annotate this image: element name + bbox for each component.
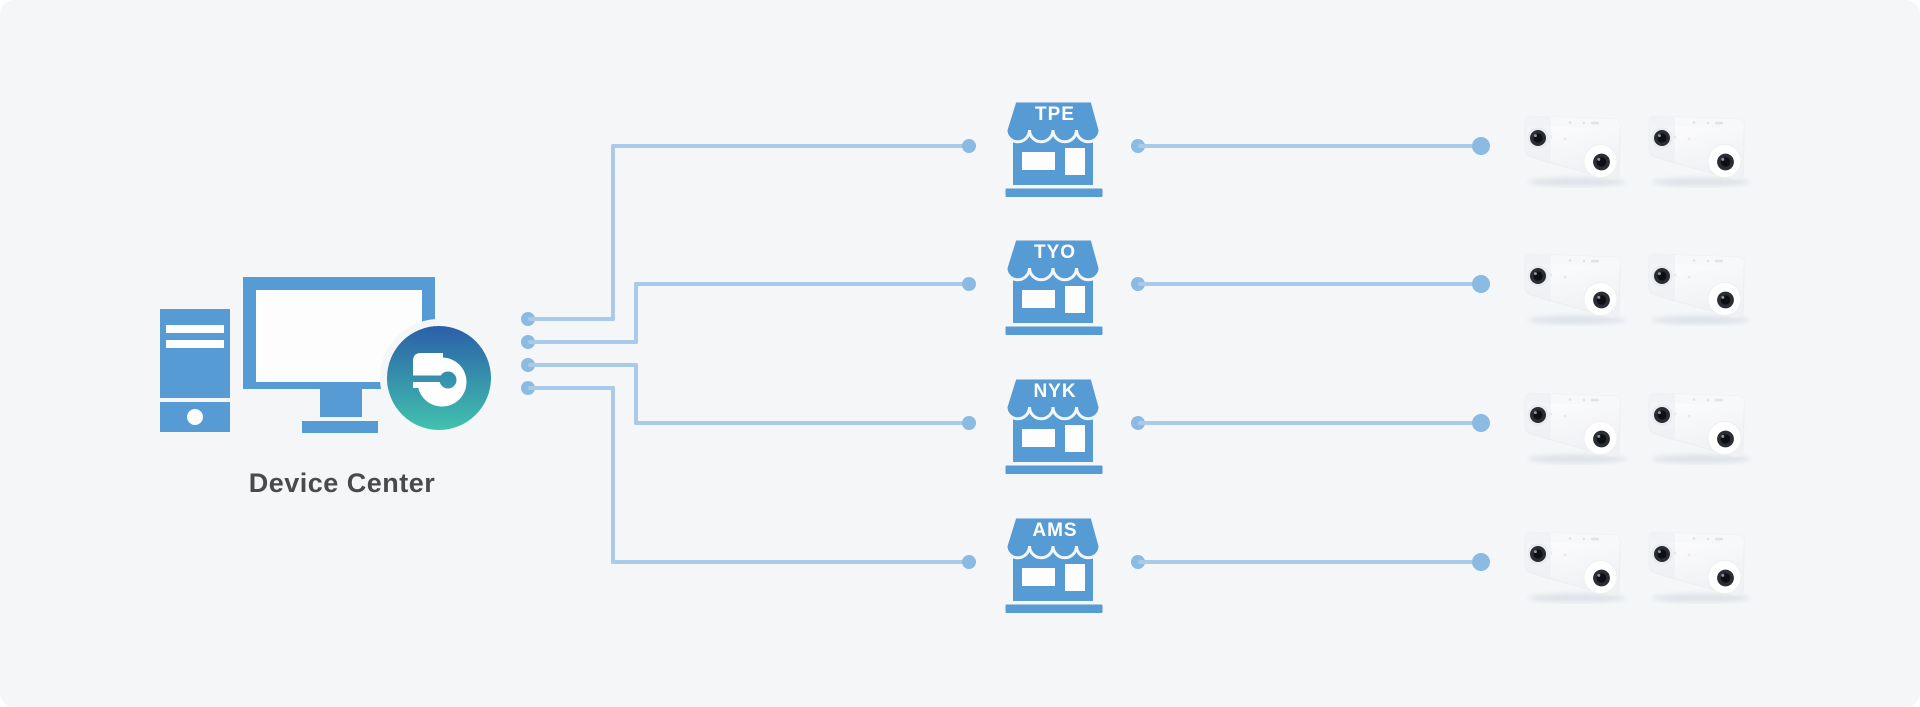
connector-line xyxy=(634,282,969,286)
store-code-label: NYK xyxy=(1033,381,1077,402)
camera-link-dot xyxy=(1472,553,1490,571)
connector-line xyxy=(1138,282,1480,286)
tower-power-button xyxy=(187,409,203,425)
camera-link-dot xyxy=(1472,275,1490,293)
tower-drive-slot xyxy=(166,340,224,348)
desktop-tower-base xyxy=(160,402,230,432)
store-link-dot xyxy=(962,139,976,153)
store-link-dot xyxy=(962,277,976,291)
stereo-camera-icon xyxy=(1521,526,1635,604)
connector-line xyxy=(611,144,969,148)
store-code-label: TYO xyxy=(1033,242,1077,263)
stereo-camera-icon xyxy=(1645,110,1759,188)
connector-line xyxy=(611,560,969,564)
stereo-camera-icon xyxy=(1645,387,1759,465)
device-center-label: Device Center xyxy=(248,468,436,498)
connector-line xyxy=(611,386,615,564)
connector-line xyxy=(634,282,638,344)
connector-line xyxy=(634,421,969,425)
connector-line xyxy=(1138,421,1480,425)
stereo-camera-icon xyxy=(1645,526,1759,604)
camera-link-dot xyxy=(1472,414,1490,432)
store-link-dot xyxy=(962,555,976,569)
monitor-stand xyxy=(320,389,362,417)
stereo-camera-icon xyxy=(1521,248,1635,326)
connector-line xyxy=(528,363,638,367)
monitor-stand-base xyxy=(302,421,378,433)
store-code-label: TPE xyxy=(1035,104,1075,125)
connector-line xyxy=(1138,560,1480,564)
stereo-camera-icon xyxy=(1521,387,1635,465)
connector-line xyxy=(634,363,638,425)
store-link-dot xyxy=(962,416,976,430)
store-code-label: AMS xyxy=(1032,520,1078,541)
connector-line xyxy=(528,317,615,321)
stereo-camera-icon xyxy=(1521,110,1635,188)
device-center-logo xyxy=(387,326,491,430)
device-center-logo-icon xyxy=(387,326,491,430)
connector-line xyxy=(528,386,615,390)
connector-line xyxy=(1138,144,1480,148)
camera-link-dot xyxy=(1472,137,1490,155)
stereo-camera-icon xyxy=(1645,248,1759,326)
connector-line xyxy=(611,144,615,321)
tower-drive-slot xyxy=(166,325,224,333)
desktop-tower-icon xyxy=(160,309,230,398)
connector-line xyxy=(528,340,638,344)
